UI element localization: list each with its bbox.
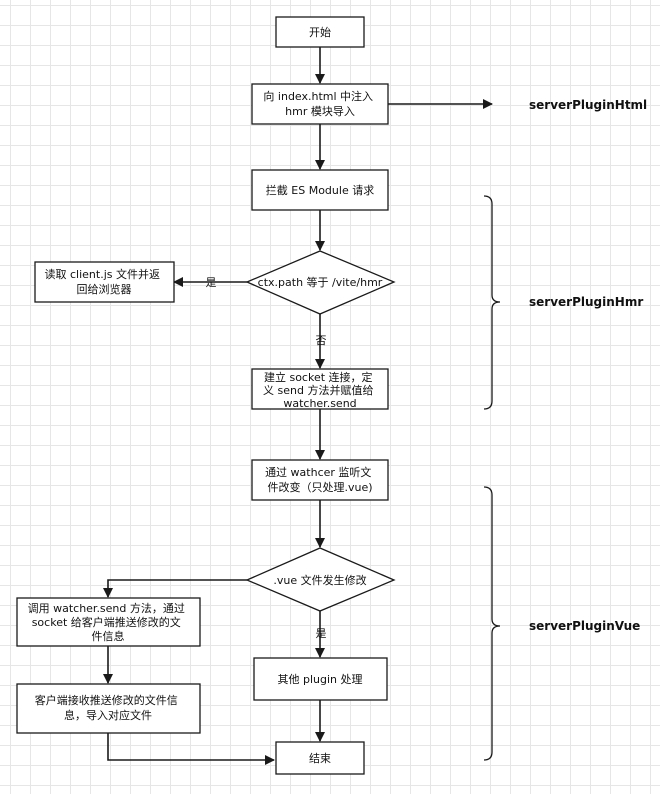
node-client-import-line-2: 息，导入对应文件 [64,708,152,722]
node-send-update-line-3: 件信息 [92,629,125,643]
node-client-import: 客户端接收推送修改的文件信 息，导入对应文件 [16,683,201,734]
node-read-client-line-2: 回给浏览器 [77,282,132,296]
node-vue-changed: .vue 文件发生修改 [245,547,396,612]
svg-text:客户端接收推送修改的文件信 息，导入对应文件: 客户端接收推送修改的文件信 息，导入对应文件 [35,693,182,722]
node-send-update: 调用 watcher.send 方法，通过 socket 给客户端推送修改的文 … [16,597,201,647]
node-start: 开始 [275,16,365,48]
edge-label-no-socket: 否 [316,334,327,347]
edge-vue-check-to-send-update [103,579,247,598]
svg-text:通过 wathcer 监听文 件改变（只处理.v: 通过 wathcer 监听文 件改变（只处理.vue) [265,465,375,494]
node-build-socket-line-3: watcher.send [283,397,356,410]
svg-text:向 index.html 中注入 hmr 模块导: 向 index.html 中注入 hmr 模块导入 [263,89,376,118]
node-send-update-line-1: 调用 watcher.send 方法，通过 [28,601,185,615]
group-label-vue: serverPluginVue [529,619,640,633]
node-watch-files-line-2: 件改变（只处理.vue) [267,480,372,494]
svg-text:开始: 开始 [309,25,331,39]
node-path-check: ctx.path 等于 /vite/hmr [245,250,396,315]
svg-text:.vue 文件发生修改: .vue 文件发生修改 [273,573,366,587]
node-inject-hmr-line-2: hmr 模块导入 [285,105,355,118]
brace-hmr [483,195,501,410]
node-other-plugin: 其他 plugin 处理 [253,657,388,701]
svg-text:建立 socket 连接，定 义 send 方法: 建立 socket 连接，定 义 send 方法并赋值给 watcher.sen… [263,370,377,410]
node-inject-hmr: 向 index.html 中注入 hmr 模块导入 [251,83,389,125]
node-end-line-1: 结束 [309,752,331,765]
node-watch-files: 通过 wathcer 监听文 件改变（只处理.vue) [251,459,389,501]
brace-vue [483,486,501,761]
svg-text:拦截 ES Module 请求: 拦截 ES Module 请求 [266,183,374,197]
node-read-client: 读取 client.js 文件并返 回给浏览器 [34,261,175,303]
node-end: 结束 [275,741,365,775]
node-send-update-line-2: socket 给客户端推送修改的文 [32,615,181,629]
node-path-check-line-1: ctx.path 等于 /vite/hmr [258,275,383,289]
svg-text:其他 plugin 处理: 其他 plugin 处理 [277,673,362,686]
node-intercept-es-line-1: 拦截 ES Module 请求 [266,183,374,197]
edge-label-yes-other-plugin: 是 [316,627,327,640]
node-inject-hmr-line-1: 向 index.html 中注入 [263,89,373,103]
svg-text:读取 client.js 文件并返 回给浏览器: 读取 client.js 文件并返 回给浏览器 [45,267,164,296]
edge-label-yes-read-client: 是 [206,276,217,289]
node-watch-files-line-1: 通过 wathcer 监听文 [265,465,371,479]
edge-client-import-to-end [107,733,275,765]
node-vue-changed-line-1: .vue 文件发生修改 [273,573,366,587]
svg-text:ctx.path 等于 /vite/hmr: ctx.path 等于 /vite/hmr [258,275,383,289]
node-read-client-line-1: 读取 client.js 文件并返 [45,267,161,281]
node-build-socket: 建立 socket 连接，定 义 send 方法并赋值给 watcher.sen… [251,368,389,410]
group-label-hmr: serverPluginHmr [529,295,643,309]
node-client-import-line-1: 客户端接收推送修改的文件信 [35,693,178,707]
group-label-html: serverPluginHtml [529,98,647,112]
node-other-plugin-line-1: 其他 plugin 处理 [277,673,362,686]
node-intercept-es: 拦截 ES Module 请求 [251,169,389,211]
svg-text:结束: 结束 [309,752,331,765]
node-build-socket-line-1: 建立 socket 连接，定 [264,370,373,384]
svg-text:调用 watcher.send 方法，通过 so: 调用 watcher.send 方法，通过 socket 给客户端推送修改的文 … [28,601,189,643]
node-start-line-1: 开始 [309,25,331,39]
node-build-socket-line-2: 义 send 方法并赋值给 [263,383,373,397]
